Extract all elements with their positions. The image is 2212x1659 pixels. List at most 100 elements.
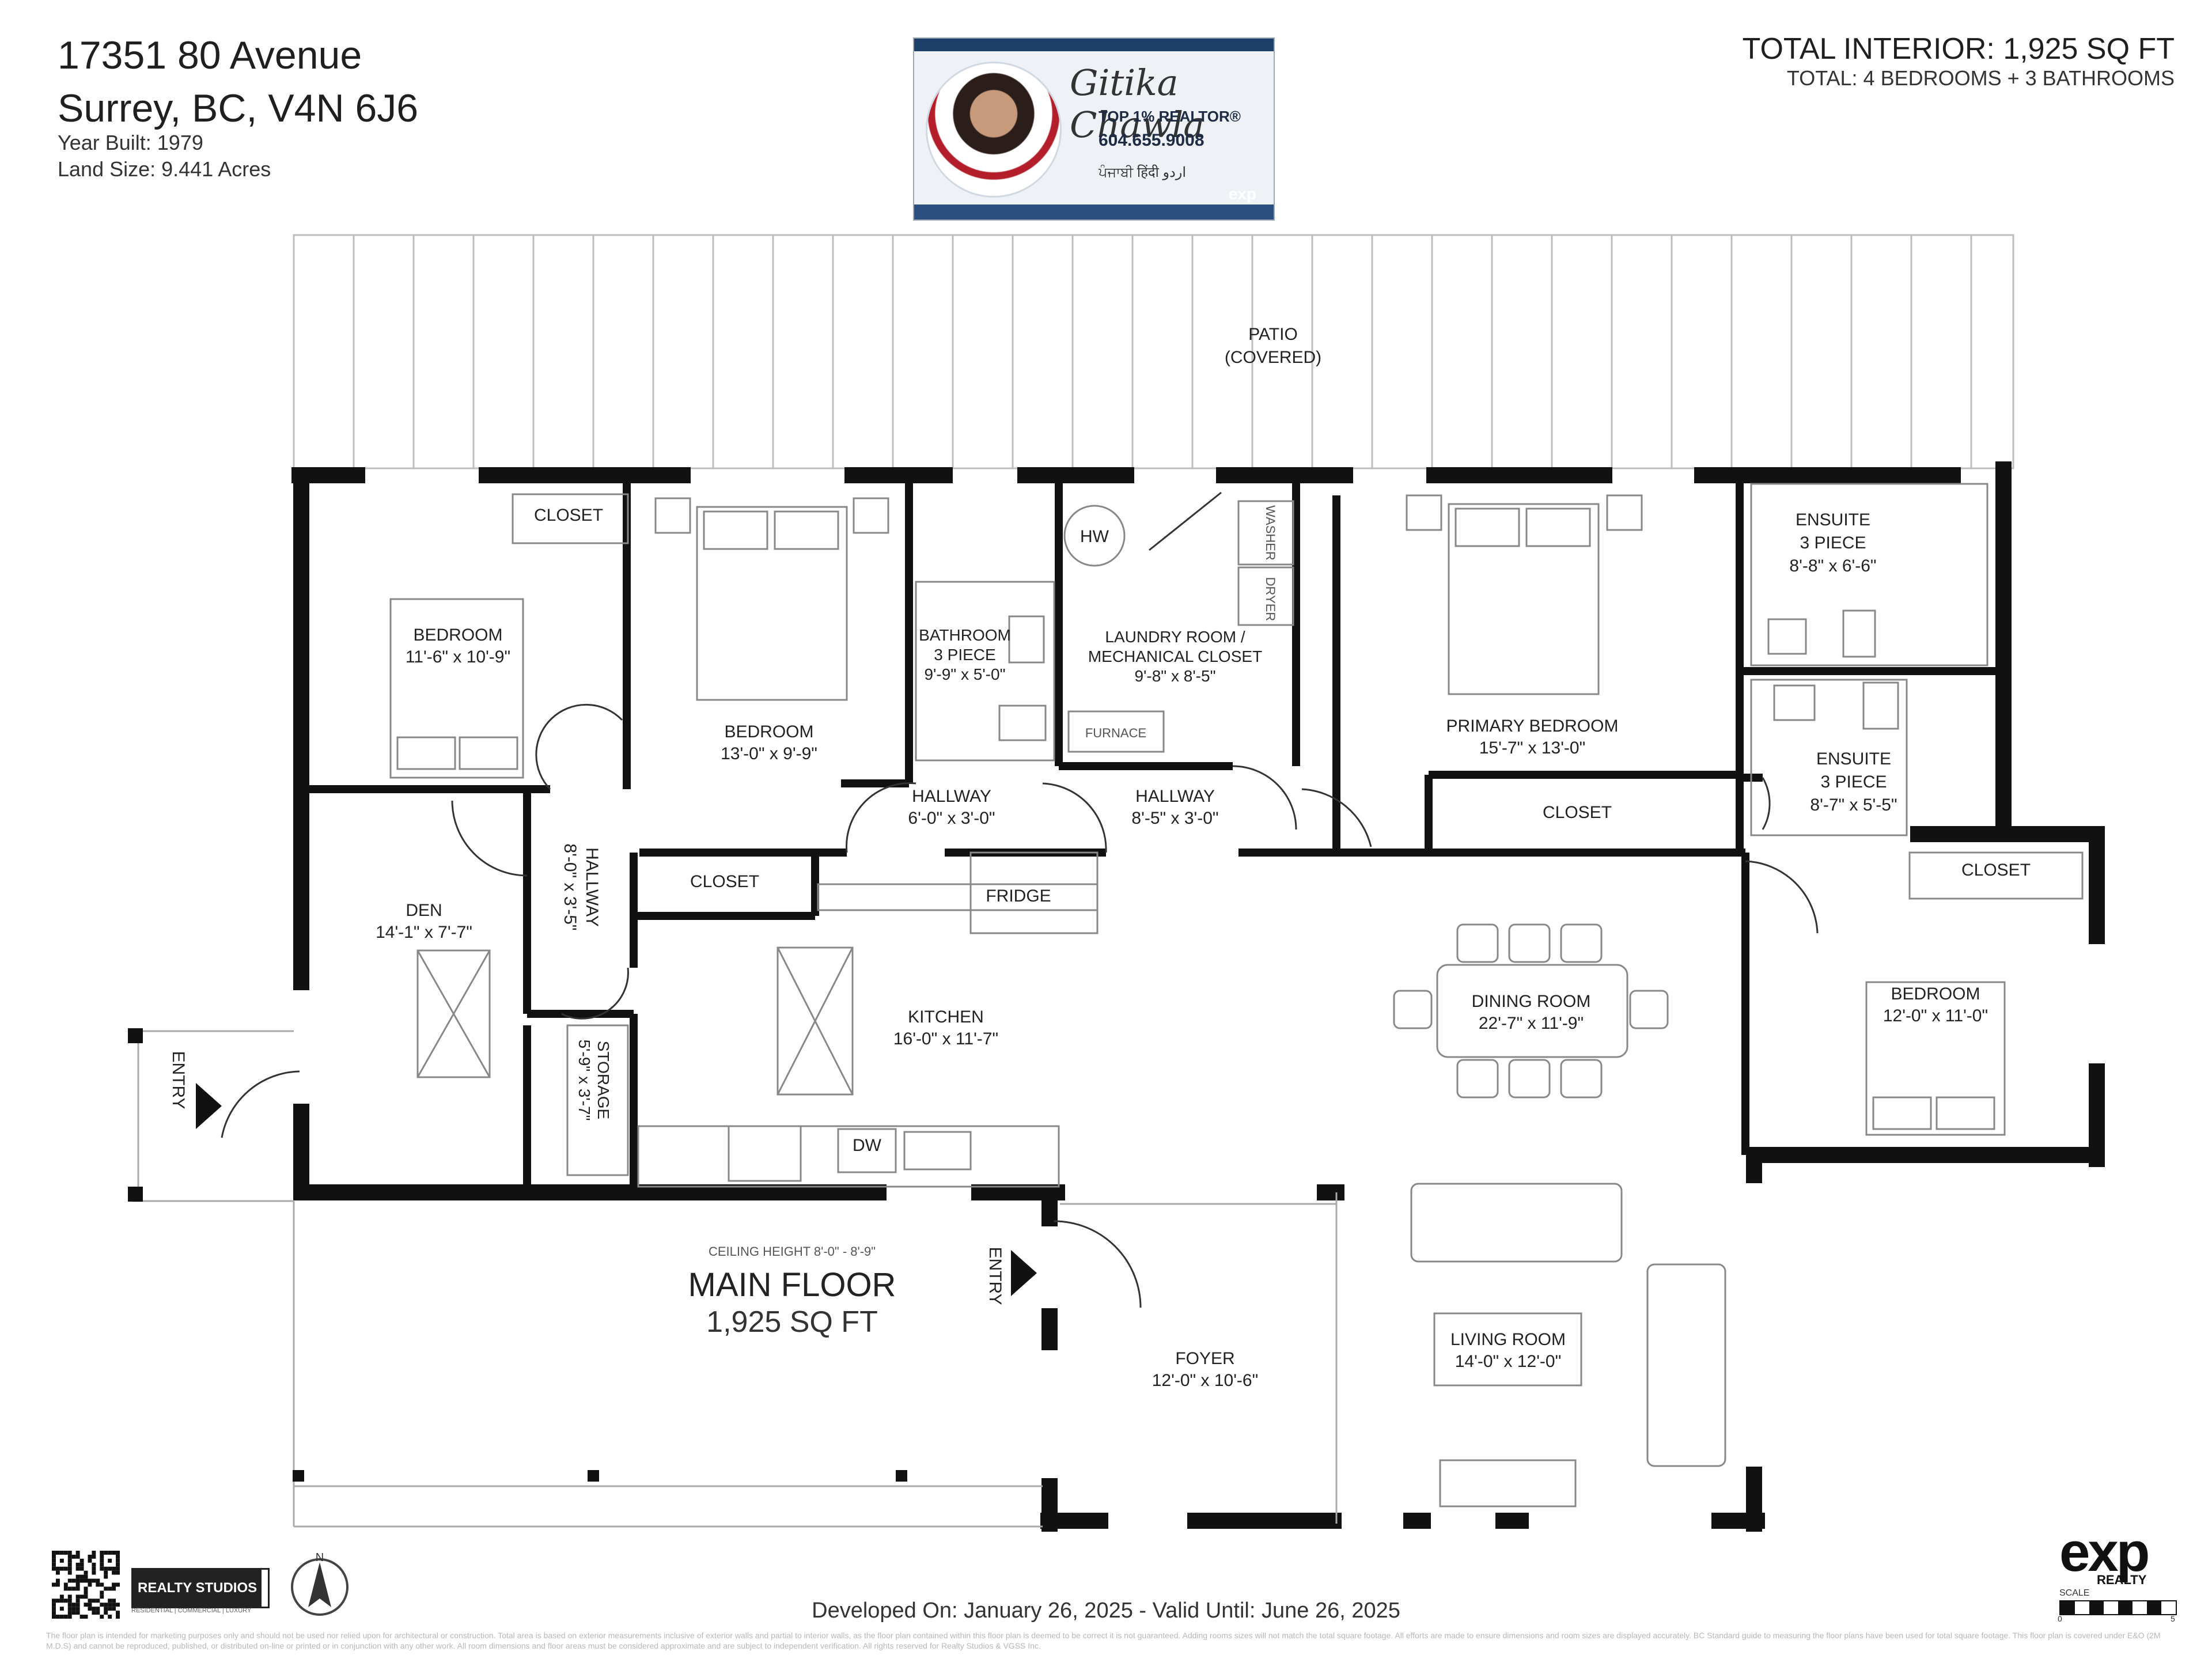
qr-module <box>108 1603 112 1607</box>
label-laundry-2: MECHANICAL CLOSET <box>1088 647 1262 665</box>
label-dryer: DRYER <box>1263 577 1278 622</box>
qr-module <box>104 1566 108 1571</box>
qr-module <box>92 1570 96 1575</box>
qr-module <box>79 1615 84 1619</box>
qr-module <box>116 1611 120 1615</box>
label-laundry: LAUNDRY ROOM / <box>1105 628 1245 646</box>
qr-module <box>108 1607 112 1611</box>
qr-module <box>88 1578 92 1583</box>
label-bathroom-size: 9'-9" x 5'-0" <box>924 665 1005 683</box>
door-swings <box>221 491 1819 1308</box>
qr-module <box>55 1566 60 1571</box>
qr-module <box>67 1578 72 1583</box>
developed-on: Developed On: January 26, 2025 - Valid U… <box>812 1599 1400 1623</box>
qr-module <box>116 1582 120 1587</box>
qr-module <box>79 1562 84 1567</box>
qr-module <box>63 1566 68 1571</box>
qr-module <box>108 1558 112 1563</box>
realtor-photo <box>926 62 1062 198</box>
qr-module <box>88 1599 92 1603</box>
qr-module <box>55 1599 60 1603</box>
label-closet-b: CLOSET <box>690 872 759 891</box>
qr-module <box>96 1599 100 1603</box>
compass-label: N <box>316 1551 324 1564</box>
qr-module <box>116 1558 120 1563</box>
scale-label: SCALE <box>2059 1588 2090 1598</box>
qr-module <box>79 1578 84 1583</box>
label-floor-name: MAIN FLOOR <box>688 1266 896 1304</box>
qr-module <box>112 1570 116 1575</box>
label-kitchen: KITCHEN <box>908 1007 984 1027</box>
label-hallway-b-size: 8'-5" x 3'-0" <box>1131 809 1218 828</box>
qr-module <box>75 1611 80 1615</box>
qr-module <box>71 1603 76 1607</box>
qr-module <box>67 1611 72 1615</box>
qr-module <box>59 1566 64 1571</box>
label-ensuite-1-size: 8'-8" x 6'-6" <box>1789 556 1876 575</box>
fixtures <box>389 483 2084 1508</box>
qr-module <box>92 1562 96 1567</box>
qr-module <box>75 1599 80 1603</box>
qr-module <box>108 1599 112 1603</box>
qr-module <box>67 1558 72 1563</box>
label-patio-sub: (COVERED) <box>1225 348 1321 367</box>
label-laundry-size: 9'-8" x 8'-5" <box>1134 667 1215 685</box>
qr-module <box>108 1566 112 1571</box>
qr-module <box>104 1586 108 1591</box>
qr-module <box>63 1551 68 1555</box>
qr-module <box>100 1566 104 1571</box>
qr-module <box>100 1558 104 1563</box>
qr-module <box>67 1551 72 1555</box>
qr-module <box>96 1607 100 1611</box>
qr-module <box>52 1582 56 1587</box>
qr-module <box>88 1607 92 1611</box>
label-bedroom-b-size: 13'-0" x 9'-9" <box>721 744 817 763</box>
qr-module <box>84 1615 88 1619</box>
label-bedroom-a: BEDROOM <box>413 626 502 645</box>
qr-module <box>79 1566 84 1571</box>
label-floor-area: 1,925 SQ FT <box>706 1305 878 1339</box>
qr-module <box>63 1582 68 1587</box>
entry-west-arrow-icon <box>196 1083 222 1129</box>
qr-module <box>92 1611 96 1615</box>
qr-module <box>112 1586 116 1591</box>
label-closet-primary: CLOSET <box>1543 803 1612 822</box>
label-foyer: FOYER <box>1175 1349 1234 1368</box>
patio-decking <box>293 234 2014 469</box>
label-bedroom-c: BEDROOM <box>1891 984 1980 1003</box>
qr-module <box>108 1551 112 1555</box>
qr-module <box>108 1586 112 1591</box>
qr-module <box>92 1551 96 1555</box>
realtor-title: TOP 1% REALTOR® <box>1099 108 1241 125</box>
qr-module <box>67 1570 72 1575</box>
qr-module <box>100 1551 104 1555</box>
qr-module <box>67 1599 72 1603</box>
qr-module <box>79 1574 84 1579</box>
qr-module <box>96 1611 100 1615</box>
qr-module <box>112 1551 116 1555</box>
qr-module <box>59 1551 64 1555</box>
label-ensuite-2-type: 3 PIECE <box>1820 772 1887 791</box>
qr-module <box>52 1615 56 1619</box>
label-hallway-b: HALLWAY <box>1135 787 1215 806</box>
qr-module <box>104 1607 108 1611</box>
qr-module <box>84 1586 88 1591</box>
label-closet-a: CLOSET <box>534 506 603 525</box>
label-storage: STORAGE <box>594 1041 612 1119</box>
label-dining: DINING ROOM <box>1472 992 1591 1011</box>
label-kitchen-size: 16'-0" x 11'-7" <box>893 1029 998 1048</box>
qr-module <box>88 1603 92 1607</box>
total-interior-value: 1,925 SQ FT <box>2003 32 2175 66</box>
label-entry-south: ENTRY <box>986 1247 1005 1305</box>
qr-module <box>112 1599 116 1603</box>
qr-module <box>75 1562 80 1567</box>
qr-module <box>116 1603 120 1607</box>
label-ensuite-2: ENSUITE <box>1816 749 1891 768</box>
qr-module <box>75 1554 80 1559</box>
totals-line: TOTAL: 4 BEDROOMS + 3 BATHROOMS <box>1786 66 2175 90</box>
label-hallway-c: HALLWAY <box>582 847 601 927</box>
qr-module <box>67 1615 72 1619</box>
realtor-name: Gitika Chawla <box>1070 62 1205 146</box>
label-closet-c: CLOSET <box>1961 861 2031 880</box>
